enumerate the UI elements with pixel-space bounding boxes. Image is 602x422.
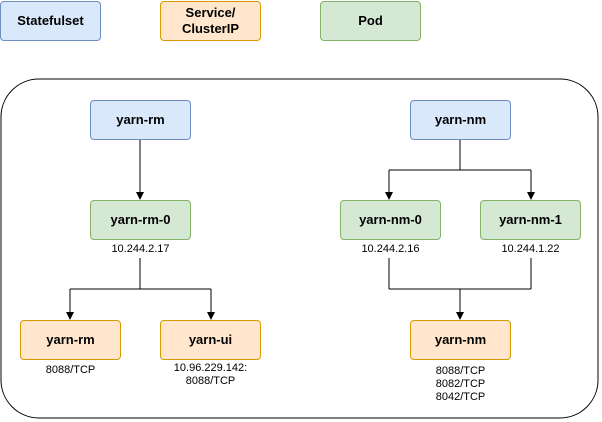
service-yarn-ui-ports: 10.96.229.142: 8088/TCP bbox=[173, 362, 248, 387]
service-yarn-nm-ports: 8088/TCP 8082/TCP 8042/TCP bbox=[435, 365, 486, 403]
pod-yarn-nm-0-ip: 10.244.2.16 bbox=[361, 243, 420, 255]
service-yarn-rm[interactable]: yarn-rm bbox=[20, 320, 121, 360]
statefulset-yarn-rm[interactable]: yarn-rm bbox=[90, 100, 191, 140]
pod-yarn-nm-1-ip: 10.244.1.22 bbox=[501, 243, 560, 255]
service-yarn-ui[interactable]: yarn-ui bbox=[160, 320, 261, 360]
edge-nm-statefulset-to-pods bbox=[389, 140, 531, 171]
legend-pod[interactable]: Pod bbox=[320, 1, 421, 41]
service-yarn-nm[interactable]: yarn-nm bbox=[410, 320, 511, 360]
service-yarn-rm-ports: 8088/TCP bbox=[45, 364, 96, 376]
legend-service[interactable]: Service/ ClusterIP bbox=[160, 1, 261, 41]
legend-statefulset[interactable]: Statefulset bbox=[0, 1, 101, 41]
pod-yarn-rm-0[interactable]: yarn-rm-0 bbox=[90, 200, 191, 240]
statefulset-yarn-nm[interactable]: yarn-nm bbox=[410, 100, 511, 140]
cluster-container bbox=[0, 78, 599, 419]
pod-yarn-rm-0-ip: 10.244.2.17 bbox=[111, 243, 170, 255]
pod-yarn-nm-0[interactable]: yarn-nm-0 bbox=[340, 200, 441, 240]
edge-nm-pods-to-service bbox=[388, 258, 532, 290]
edge-rm-pod-to-services bbox=[70, 258, 211, 290]
pod-yarn-nm-1[interactable]: yarn-nm-1 bbox=[480, 200, 581, 240]
